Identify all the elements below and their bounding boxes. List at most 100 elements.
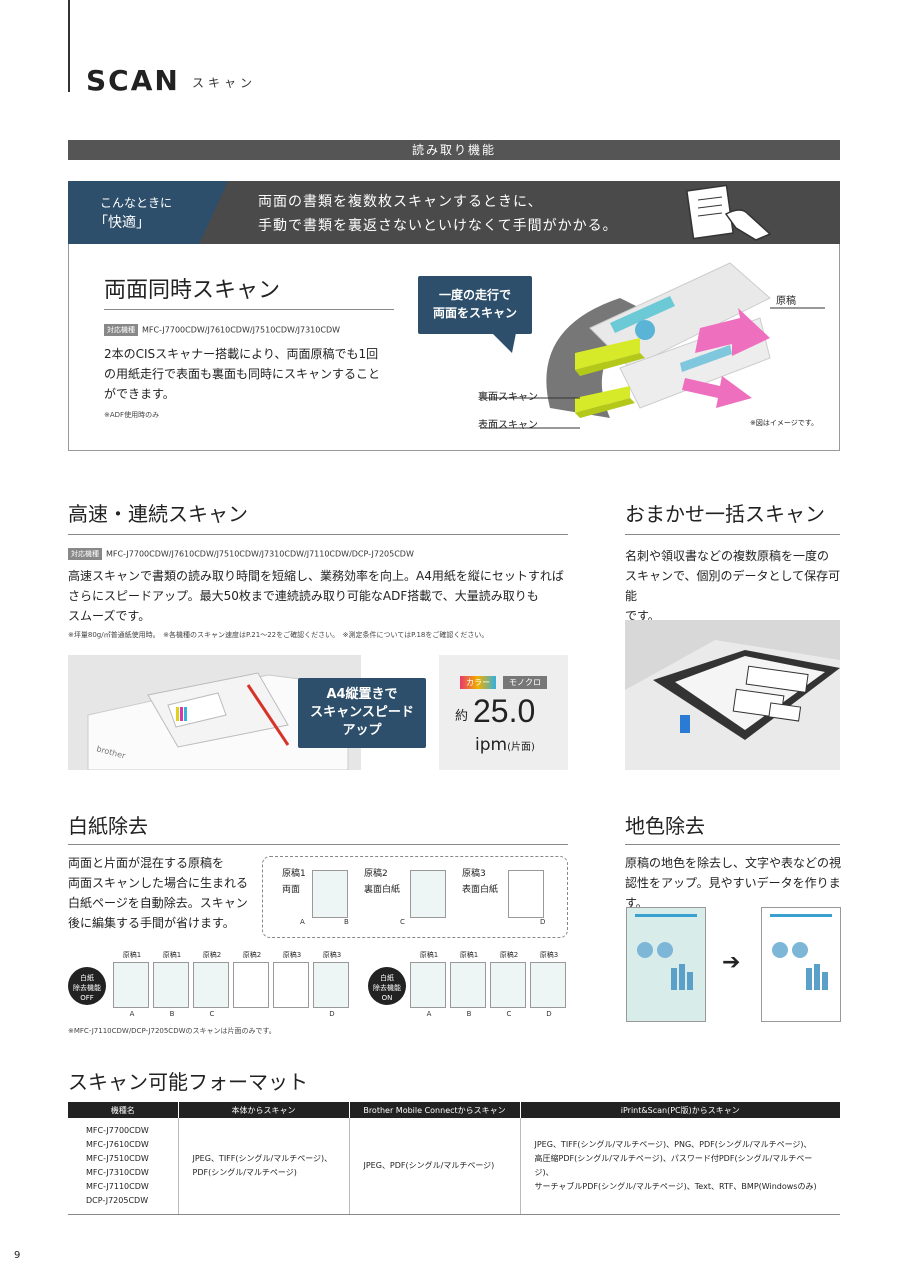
- section-bar: 読み取り機能: [68, 140, 840, 160]
- th-model: 機種名: [68, 1102, 178, 1118]
- omakase-rule: [625, 534, 840, 535]
- off-page-letter: D: [329, 1010, 335, 1018]
- background-rule: [625, 844, 840, 845]
- label-ura-scan: 裏面スキャン: [478, 392, 538, 403]
- on-page-name: 原稿3: [539, 951, 559, 959]
- off-page-letter: C: [209, 1010, 215, 1018]
- doc1-letter-b: B: [344, 918, 349, 926]
- highspeed-callout: A4縦置きで スキャンスピード アップ: [298, 678, 426, 748]
- on-page-name: 原稿1: [419, 951, 439, 959]
- header-vertical-line: [68, 0, 70, 92]
- duplex-problem-text: 両面の書類を複数枚スキャンするときに、 手動で書類を裏返さないといけなくて手間が…: [258, 194, 618, 234]
- duplex-description: 2本のCISスキャナー搭載により、両面原稿でも1回 の用紙走行で表面も裏面も同時…: [104, 347, 381, 401]
- off-page-thumb: [193, 962, 229, 1008]
- on-page-letter: A: [426, 1010, 432, 1018]
- duplex-note: ※ADF使用時のみ: [104, 411, 160, 419]
- on-page-thumb: [530, 962, 566, 1008]
- th-device: 本体からスキャン: [177, 1102, 349, 1118]
- td-pc: JPEG、TIFF(シングル/マルチページ)、PNG、PDF(シングル/マルチペ…: [520, 1118, 840, 1215]
- off-page-name: 原稿3: [282, 951, 302, 959]
- off-page-thumb: [313, 962, 349, 1008]
- off-page-name: 原稿3: [322, 951, 342, 959]
- on-page-name: 原稿2: [499, 951, 519, 959]
- duplex-illustration: [480, 262, 825, 429]
- td-models: MFC-J7700CDW MFC-J7610CDW MFC-J7510CDW M…: [68, 1118, 179, 1215]
- label-omote-scan: 表面スキャン: [478, 420, 538, 431]
- doc1-page: [312, 870, 348, 918]
- on-page-letter: C: [506, 1010, 512, 1018]
- blank-description: 両面と片面が混在する原稿を 両面スキャンした場合に生まれる 白紙ページを自動除去…: [68, 856, 249, 930]
- off-page-name: 原稿1: [122, 951, 142, 959]
- off-page-3: 原稿2: [233, 950, 271, 1020]
- doc3-letter-d: D: [540, 918, 546, 926]
- before-doc: [626, 907, 706, 1022]
- speed-unit: ipm(片面): [475, 735, 535, 755]
- on-page-letter: B: [466, 1010, 472, 1018]
- page-number: 9: [14, 1250, 21, 1261]
- on-page-letter: D: [546, 1010, 552, 1018]
- highspeed-description: 高速スキャンで書類の読み取り時間を短縮し、業務効率を向上。A4用紙を縦にセットす…: [68, 569, 564, 623]
- formats-header-row: 機種名 本体からスキャン Brother Mobile Connectからスキャ…: [68, 1102, 840, 1118]
- off-page-name: 原稿1: [162, 951, 182, 959]
- omakase-photo: [625, 620, 840, 770]
- off-page-name: 原稿2: [202, 951, 222, 959]
- duplex-title: 両面同時スキャン: [104, 278, 281, 303]
- th-pc: iPrint&Scan(PC版)からスキャン: [519, 1102, 840, 1118]
- off-page-thumb: [233, 962, 269, 1008]
- speed-panel: カラー モノクロ 約 25.0 ipm(片面): [439, 655, 568, 770]
- highspeed-note: ※坪量80g/㎡普通紙使用時。 ※各機種のスキャン速度はP.21～22をご確認く…: [68, 631, 489, 639]
- duplex-callout: 一度の走行で 両面をスキャン: [418, 276, 532, 334]
- color-pill: カラー: [459, 676, 496, 689]
- formats-table: 機種名 本体からスキャン Brother Mobile Connectからスキャ…: [68, 1102, 840, 1215]
- after-doc: [761, 907, 841, 1022]
- off-page-thumb: [113, 962, 149, 1008]
- th-mobile: Brother Mobile Connectからスキャン: [348, 1102, 520, 1118]
- omakase-title: おまかせ一括スキャン: [625, 502, 825, 526]
- doc1-letter-a: A: [300, 918, 305, 926]
- omakase-description: 名刺や領収書などの複数原稿を一度の スキャンで、個別のデータとして保存可能 です…: [625, 549, 841, 623]
- page-subtitle: スキャン: [192, 76, 257, 90]
- background-description: 原稿の地色を除去し、文字や表などの視 認性をアップ。見やすいデータを作ります。: [625, 856, 842, 910]
- formats-row: MFC-J7700CDW MFC-J7610CDW MFC-J7510CDW M…: [68, 1118, 840, 1215]
- off-page-thumb: [153, 962, 189, 1008]
- adf-photo: brother: [68, 655, 361, 771]
- blank-note: ※MFC-J7110CDW/DCP-J7205CDWのスキャンは片面のみです。: [68, 1027, 276, 1035]
- konna-label: こんなときに 「快適」: [68, 181, 228, 244]
- blank-title: 白紙除去: [68, 814, 148, 838]
- arrow-right-icon: ➔: [722, 950, 741, 975]
- image-note: ※図はイメージです。: [750, 419, 819, 427]
- duplex-title-rule: [104, 309, 394, 310]
- doc3-page: [508, 870, 544, 918]
- off-page-letter: A: [129, 1010, 135, 1018]
- highspeed-rule: [68, 534, 568, 535]
- highspeed-title: 高速・連続スキャン: [68, 502, 248, 526]
- doc2-page: [410, 870, 446, 918]
- doc2-letter-c: C: [400, 918, 405, 926]
- page-title: SCAN: [86, 64, 180, 97]
- td-mobile: JPEG、PDF(シングル/マルチページ): [349, 1118, 521, 1215]
- on-page-thumb: [490, 962, 526, 1008]
- td-device: JPEG、TIFF(シングル/マルチページ)、 PDF(シングル/マルチページ): [178, 1118, 350, 1215]
- off-page-4: 原稿3: [273, 950, 311, 1020]
- speed-value: 25.0: [473, 693, 536, 729]
- off-page-thumb: [273, 962, 309, 1008]
- on-page-name: 原稿1: [459, 951, 479, 959]
- on-page-thumb: [450, 962, 486, 1008]
- background-title: 地色除去: [625, 814, 705, 838]
